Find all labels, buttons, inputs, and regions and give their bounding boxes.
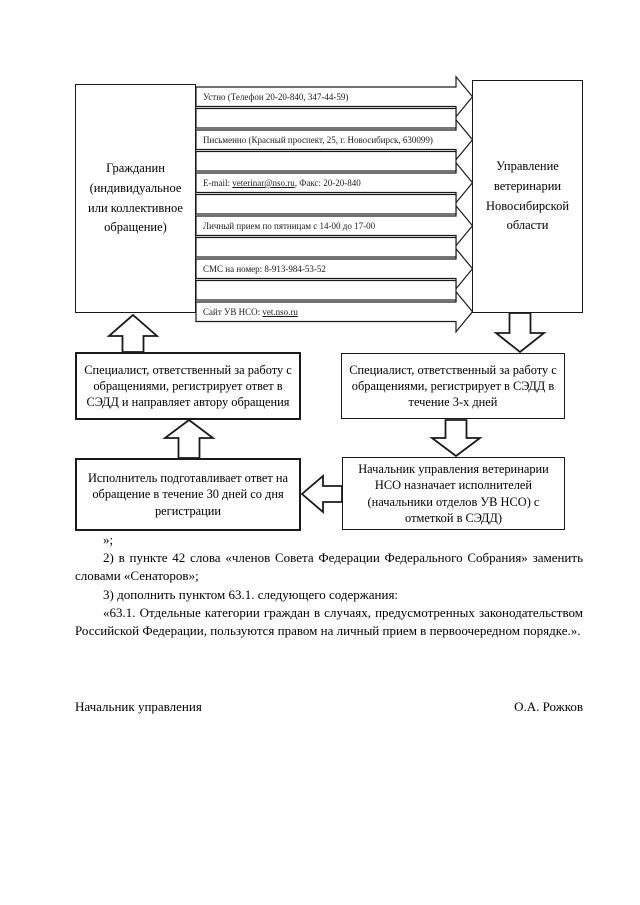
administration-box: Управление ветеринарии Новосибирской обл… (472, 80, 583, 313)
channel-label-sms: СМС на номер: 8-913-984-53-52 (203, 262, 453, 276)
channel-label-email: E-mail: veterinar@nso.ru, Факс: 20-20-84… (203, 176, 453, 190)
flowchart-canvas (106, 75, 547, 514)
website-link[interactable]: vet.nso.ru (262, 307, 298, 317)
paragraph-item-3: 3) дополнить пунктом 63.1. следующего со… (103, 586, 399, 602)
specialist-register-label: Специалист, ответственный за работу с об… (349, 362, 557, 410)
down-arrow-administration-to-specialist (493, 312, 547, 354)
up-arrow-executor-to-specialist (162, 418, 216, 459)
document-body: »; 2) в пункте 42 слова «членов Совета Ф… (75, 531, 583, 640)
channel-label-mail: Письменно (Красный проспект, 25, г. Ново… (203, 133, 453, 147)
channel-text: , Факс: 20-20-840 (294, 178, 361, 188)
channel-label-personal-visit: Личный прием по пятницам с 14-00 до 17-0… (203, 219, 453, 233)
paragraph-item-63-1: «63.1. Отдельные категории граждан в слу… (75, 604, 583, 639)
channel-text: Личный прием по пятницам с 14-00 до 17-0… (203, 221, 376, 231)
paragraph-item-2: 2) в пункте 42 слова «членов Совета Феде… (75, 550, 583, 584)
down-arrow-specialist-to-chief (429, 419, 483, 458)
channel-spacer-bar (195, 236, 457, 258)
channel-label-website: Сайт УВ НСО: vet.nso.ru (203, 305, 453, 319)
channel-text: СМС на номер: 8-913-984-53-52 (203, 264, 326, 274)
signature-name: О.А. Рожков (514, 699, 583, 714)
channel-spacer-bar (195, 107, 457, 129)
channel-text: Устно (Телефон 20-20-840, 347-44-59) (203, 92, 349, 102)
specialist-reply-box: Специалист, ответственный за работу с об… (75, 352, 301, 420)
left-arrow-chief-to-executor (300, 474, 343, 514)
channel-arrow (195, 75, 474, 119)
citizen-box: Гражданин (индивидуальное или коллективн… (75, 84, 196, 313)
channel-spacer-bar (195, 279, 457, 301)
up-arrow-to-citizen (106, 313, 160, 353)
channel-label-phone: Устно (Телефон 20-20-840, 347-44-59) (203, 90, 453, 104)
administration-box-label: Управление ветеринарии Новосибирской обл… (485, 159, 570, 233)
channel-text: Сайт УВ НСО: (203, 307, 263, 317)
chief-box: Начальник управления ветеринарии НСО наз… (342, 457, 565, 530)
specialist-reply-label: Специалист, ответственный за работу с об… (84, 362, 292, 410)
channel-text: E-mail: (203, 178, 233, 188)
signature-position: Начальник управления (75, 699, 202, 714)
executor-box: Исполнитель подготавливает ответ на обра… (75, 458, 301, 531)
email-link[interactable]: veterinar@nso.ru (232, 178, 295, 188)
executor-label: Исполнитель подготавливает ответ на обра… (87, 471, 289, 518)
channel-text: Письменно (Красный проспект, 25, г. Ново… (203, 135, 433, 145)
specialist-register-box: Специалист, ответственный за работу с об… (341, 353, 565, 419)
channel-spacer-bar (195, 193, 457, 215)
channel-spacer-bar (195, 150, 457, 172)
citizen-box-label: Гражданин (индивидуальное или коллективн… (88, 161, 183, 235)
chief-label: Начальник управления ветеринарии НСО наз… (358, 462, 549, 525)
signature-row: Начальник управления О.А. Рожков (75, 699, 583, 715)
paragraph-quote-close: »; (103, 532, 114, 547)
